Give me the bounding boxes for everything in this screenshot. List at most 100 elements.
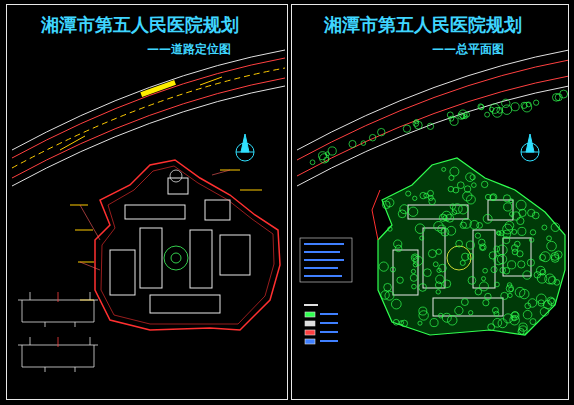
tree-symbol: [452, 210, 457, 215]
tree-symbol: [519, 209, 526, 216]
tree-symbol: [447, 112, 453, 118]
tree-symbol: [320, 154, 329, 163]
tree-symbol: [450, 204, 455, 209]
tree-symbol: [480, 245, 484, 249]
tree-symbol: [349, 140, 356, 147]
tree-symbol: [554, 280, 560, 286]
tree-symbol: [519, 326, 527, 334]
tree-symbol: [459, 205, 468, 214]
tree-symbol: [523, 271, 531, 279]
tree-symbol: [506, 285, 513, 292]
tree-symbol: [485, 194, 490, 199]
tree-symbol: [547, 236, 552, 241]
tree-symbol: [419, 284, 427, 292]
tree-symbol: [414, 121, 422, 129]
tree-symbol: [420, 236, 424, 240]
drawing-sheet: 湘潭市第五人民医院规划——道路定位图: [6, 4, 288, 400]
tree-symbol: [324, 157, 329, 162]
tree-symbol: [547, 241, 557, 251]
tree-symbol: [413, 196, 417, 200]
tree-symbol: [414, 256, 423, 265]
tree-symbol: [394, 240, 402, 248]
tree-symbol: [479, 244, 486, 251]
tree-symbol: [420, 192, 426, 198]
tree-symbol: [503, 195, 510, 202]
tree-symbol: [497, 254, 506, 263]
trees: [310, 90, 567, 335]
tree-symbol: [469, 311, 473, 315]
tree-symbol: [459, 110, 467, 118]
tree-symbol: [528, 299, 537, 308]
tree-symbol: [510, 315, 520, 325]
tree-symbol: [408, 207, 417, 216]
tree-symbol: [410, 274, 417, 281]
tree-symbol: [388, 227, 392, 231]
tree-symbol: [450, 167, 459, 176]
tree-symbol: [478, 104, 483, 109]
tree-symbol: [503, 314, 512, 323]
tree-symbol: [436, 290, 440, 294]
sheet-title: 湘潭市第五人民医院规划: [41, 15, 239, 35]
tree-symbol: [456, 240, 463, 247]
site-right: [372, 158, 565, 335]
tree-symbol: [505, 221, 514, 230]
tree-symbol: [481, 181, 487, 187]
tree-symbol: [438, 225, 446, 233]
tree-symbol: [538, 300, 544, 306]
tree-symbol: [502, 99, 510, 107]
tree-symbol: [468, 277, 476, 285]
tree-symbol: [555, 94, 562, 101]
north-arrow-right: [521, 134, 539, 161]
tree-symbol: [475, 288, 482, 295]
tree-symbol: [430, 319, 438, 327]
tree-symbol: [419, 311, 428, 320]
tree-symbol: [369, 134, 376, 141]
tree-symbol: [455, 306, 463, 314]
tree-symbol: [540, 252, 550, 262]
tree-symbol: [483, 214, 492, 223]
tree-symbol: [490, 104, 500, 114]
tree-symbol: [384, 283, 392, 291]
tree-symbol: [504, 203, 512, 211]
tree-symbol: [529, 238, 533, 242]
tree-symbol: [528, 209, 535, 216]
site-left: [70, 160, 280, 330]
tree-symbol: [543, 300, 551, 308]
tree-symbol: [310, 160, 315, 165]
tree-symbol: [428, 250, 436, 258]
tree-symbol: [385, 291, 394, 300]
tree-symbol: [492, 307, 498, 313]
drawing-sheet: 湘潭市第五人民医院规划——总平面图: [291, 4, 569, 400]
tree-symbol: [523, 310, 532, 319]
road-sections: [18, 292, 98, 372]
tree-symbol: [460, 260, 465, 265]
tree-symbol: [530, 319, 536, 325]
tree-symbol: [461, 299, 468, 306]
tree-symbol: [482, 277, 486, 281]
tree-symbol: [542, 225, 547, 230]
tree-symbol: [495, 282, 500, 287]
tree-symbol: [412, 284, 417, 289]
tree-symbol: [534, 272, 540, 278]
tree-symbol: [500, 267, 506, 273]
tree-symbol: [489, 252, 496, 259]
tree-symbol: [491, 266, 497, 272]
tree-symbol: [442, 313, 451, 322]
tree-symbol: [501, 292, 508, 299]
north-arrow-left: [236, 134, 254, 161]
tree-symbol: [386, 199, 394, 207]
tree-symbol: [447, 226, 456, 235]
tree-symbol: [517, 217, 524, 224]
tree-symbol: [466, 241, 474, 249]
tree-symbol: [423, 269, 431, 277]
tree-symbol: [497, 245, 507, 255]
tree-symbol: [453, 187, 459, 193]
tree-symbol: [442, 167, 446, 171]
tree-symbol: [479, 105, 484, 110]
tree-symbol: [401, 320, 408, 327]
tree-symbol: [449, 175, 454, 180]
tree-symbol: [415, 224, 425, 234]
tree-symbol: [466, 195, 475, 204]
tree-symbol: [418, 321, 422, 325]
tree-symbol: [475, 233, 480, 238]
